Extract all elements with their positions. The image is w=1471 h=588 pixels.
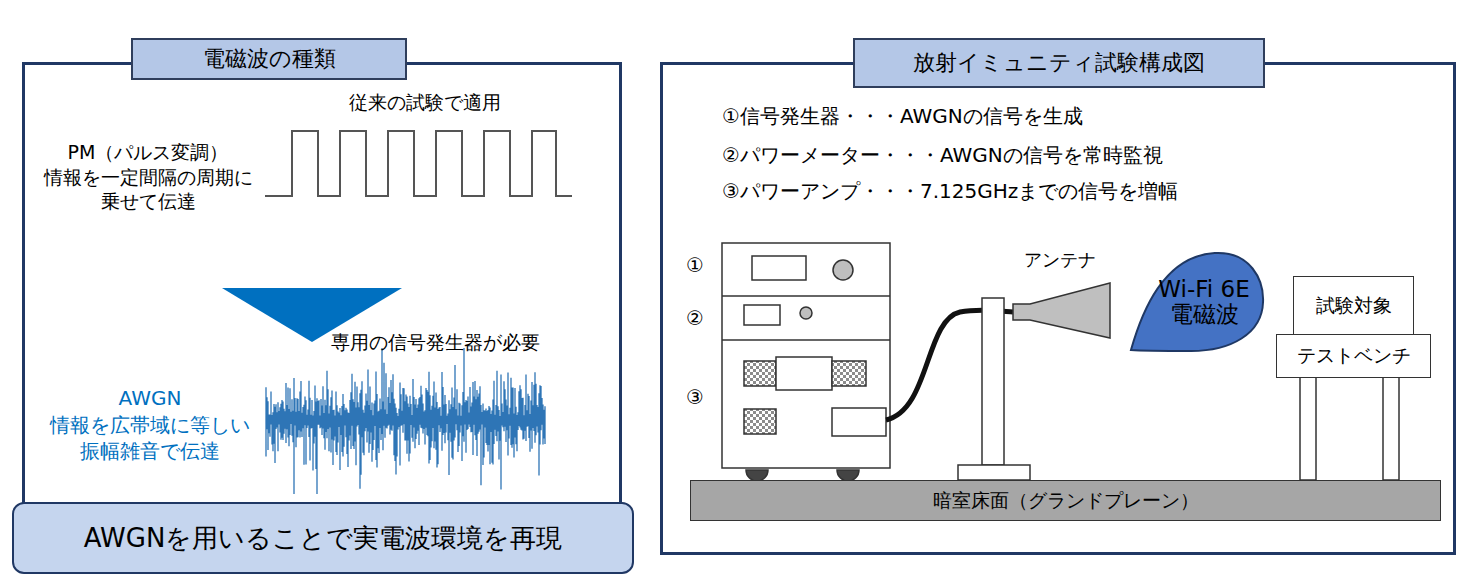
antenna [958, 283, 1110, 480]
test-bench-box: テストベンチ [1276, 334, 1431, 378]
text-label: ③パワーアンプ・・・7.125GHzまでの信号を増幅 [722, 178, 1342, 204]
panel-title: 電磁波の種類 [131, 38, 407, 80]
text-label: 情報を広帯域に等しい 振幅雑音で伝達 [30, 412, 270, 464]
node-text: AWGNを用いることで実電波環境を再現 [84, 522, 563, 555]
panel-title: 放射イミュニティ試験構成図 [853, 38, 1265, 88]
text-label: AWGN [30, 385, 270, 411]
summary-band: AWGNを用いることで実電波環境を再現 [12, 502, 634, 574]
callout-number: ③ [682, 384, 708, 410]
blob-shape [1131, 253, 1263, 351]
left-panel: 電磁波の種類 [22, 62, 622, 545]
text-label: ①信号発生器・・・AWGNの信号を生成 [722, 103, 1282, 129]
text-label: アンテナ [1010, 248, 1110, 271]
callout-number: ② [682, 305, 708, 331]
equipment-rack [722, 243, 890, 481]
node-text: 試験対象 [1316, 294, 1392, 318]
bench-legs [1300, 377, 1399, 480]
node-text: Wi-Fi 6E 電磁波 [1149, 277, 1259, 328]
text-label: 従来の試験で適用 [330, 90, 520, 115]
floor-band: 暗室床面（グランドプレーン） [690, 480, 1441, 521]
noise-strokes [266, 348, 545, 494]
text-label: ②パワーメーター・・・AWGNの信号を常時監視 [722, 142, 1322, 168]
pulse-wave [265, 131, 572, 196]
wave-blob: Wi-Fi 6E 電磁波 [1128, 250, 1266, 354]
text-label: 専用の信号発生器が必要 [300, 330, 570, 355]
noise-waveform [266, 348, 545, 494]
node-text: テストベンチ [1297, 344, 1411, 368]
node-text: 暗室床面（グランドプレーン） [933, 489, 1199, 513]
text-label: PM（パルス変調） 情報を一定間隔の周期に 乗せて伝達 [22, 140, 274, 214]
callout-number: ① [682, 252, 708, 278]
test-object-box: 試験対象 [1293, 276, 1414, 336]
right-panel: 放射イミュニティ試験構成図Wi-Fi 6E 電磁波試験対象テストベンチ暗室床面（… [660, 62, 1456, 555]
